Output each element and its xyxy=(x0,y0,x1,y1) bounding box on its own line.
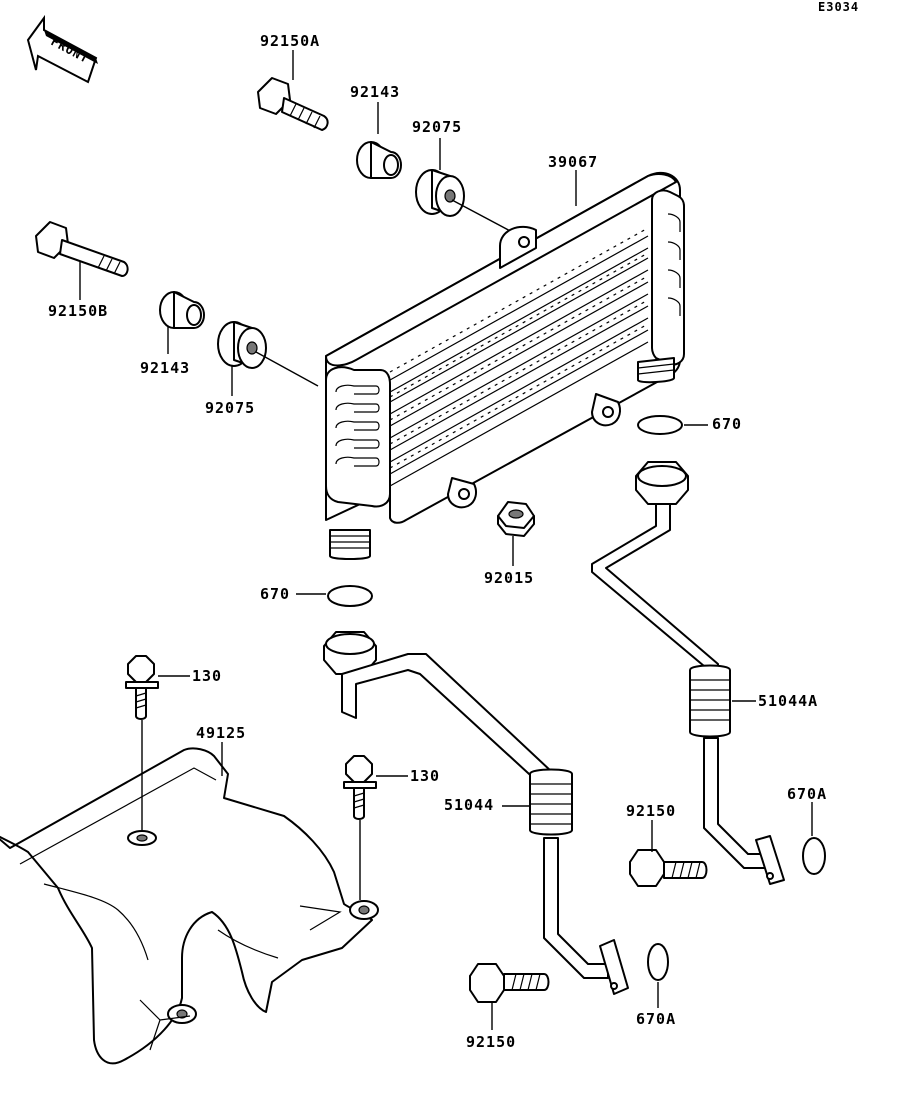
label-92143-left: 92143 xyxy=(140,359,190,377)
label-39067: 39067 xyxy=(548,153,598,171)
bolt-92150B xyxy=(35,221,129,277)
bolt-92150-low xyxy=(469,963,550,1003)
label-92150A: 92150A xyxy=(260,32,320,50)
o-ring-670-left xyxy=(327,585,373,607)
label-92150B: 92150B xyxy=(48,302,108,320)
label-92150-mid: 92150 xyxy=(626,802,676,820)
front-arrow-icon: FRONT xyxy=(26,14,98,84)
grommet-92075-top xyxy=(415,169,465,217)
label-49125: 49125 xyxy=(196,724,246,742)
label-92075-top: 92075 xyxy=(412,118,462,136)
label-51044A: 51044A xyxy=(758,692,818,710)
grommet-92075-left xyxy=(217,321,267,369)
label-670-left: 670 xyxy=(260,585,290,603)
label-670A-right: 670A xyxy=(787,785,827,803)
collar-92143-top xyxy=(356,141,402,179)
bolt-92150-mid xyxy=(629,849,708,887)
collar-92143-left xyxy=(159,291,205,329)
label-92150-low: 92150 xyxy=(466,1033,516,1051)
o-ring-670A-low xyxy=(647,943,669,981)
label-92075-left: 92075 xyxy=(205,399,255,417)
label-51044: 51044 xyxy=(444,796,494,814)
label-92143-top: 92143 xyxy=(350,83,400,101)
label-670-right: 670 xyxy=(712,415,742,433)
oil-cooler-39067 xyxy=(325,171,685,560)
label-130-mid: 130 xyxy=(410,767,440,785)
label-130-left: 130 xyxy=(192,667,222,685)
o-ring-670-right xyxy=(637,415,683,435)
pipe-51044 xyxy=(323,631,629,995)
o-ring-670A-right xyxy=(802,837,826,875)
bolt-130-left xyxy=(125,655,159,720)
pipe-51044A xyxy=(591,461,785,885)
nut-92015 xyxy=(497,501,535,537)
label-670A-low: 670A xyxy=(636,1010,676,1028)
reference-code: E3034 xyxy=(818,0,859,14)
label-92015: 92015 xyxy=(484,569,534,587)
bolt-92150A xyxy=(257,77,329,131)
bolt-130-mid xyxy=(343,755,377,820)
guard-49125 xyxy=(0,747,379,1065)
